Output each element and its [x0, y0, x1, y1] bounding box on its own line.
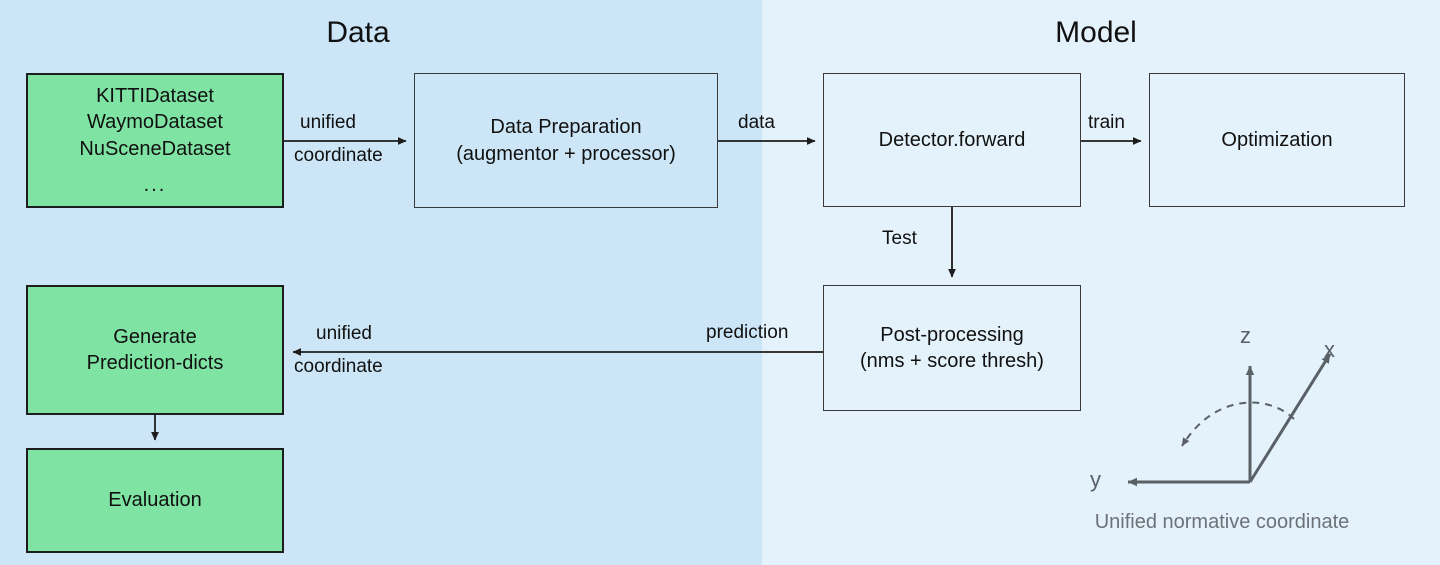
node-detector-forward-label: Detector.forward: [878, 128, 1026, 151]
data-panel-title: Data: [326, 16, 390, 49]
node-data-preparation-line-1: Data Preparation: [490, 116, 642, 139]
edge-label-data: data: [738, 112, 775, 133]
axis-label-x: x: [1324, 337, 1335, 362]
node-optimization-label: Optimization: [1221, 128, 1333, 151]
node-datasets-ellipsis: ...: [143, 173, 167, 196]
node-data-preparation-line-2: (augmentor + processor): [456, 142, 676, 165]
node-post-processing-line-2: (nms + score thresh): [860, 350, 1044, 372]
axis-label-y: y: [1090, 467, 1101, 492]
node-detector-forward[interactable]: Detector.forward: [823, 73, 1081, 207]
edge-label-unified-bottom: unified: [316, 323, 372, 344]
node-datasets-line-1: KITTIDataset: [96, 84, 214, 107]
edge-label-unified-top: unified: [300, 112, 356, 133]
coordinate-frame-caption: Unified normative coordinate: [1094, 511, 1350, 533]
node-data-preparation[interactable]: Data Preparation (augmentor + processor): [414, 73, 718, 208]
edge-label-test: Test: [882, 228, 917, 249]
edge-label-prediction: prediction: [706, 322, 789, 343]
node-generate-line-1: Generate: [113, 325, 197, 348]
node-datasets[interactable]: KITTIDataset WaymoDataset NuSceneDataset…: [26, 73, 284, 208]
node-post-processing-line-1: Post-processing: [880, 323, 1024, 346]
node-optimization[interactable]: Optimization: [1149, 73, 1405, 207]
node-generate-prediction-dicts[interactable]: Generate Prediction-dicts: [26, 285, 284, 415]
node-generate-line-2: Prediction-dicts: [86, 352, 224, 374]
node-datasets-line-3: NuSceneDataset: [79, 137, 231, 160]
node-evaluation[interactable]: Evaluation: [26, 448, 284, 553]
model-panel-title: Model: [1055, 16, 1137, 49]
edge-label-train: train: [1088, 112, 1125, 133]
edge-label-coordinate-top: coordinate: [294, 145, 383, 166]
axis-label-z: z: [1240, 323, 1251, 348]
node-evaluation-label: Evaluation: [108, 489, 202, 512]
node-post-processing[interactable]: Post-processing (nms + score thresh): [823, 285, 1081, 411]
node-datasets-line-2: WaymoDataset: [87, 111, 223, 134]
edge-label-coordinate-bottom: coordinate: [294, 356, 383, 377]
